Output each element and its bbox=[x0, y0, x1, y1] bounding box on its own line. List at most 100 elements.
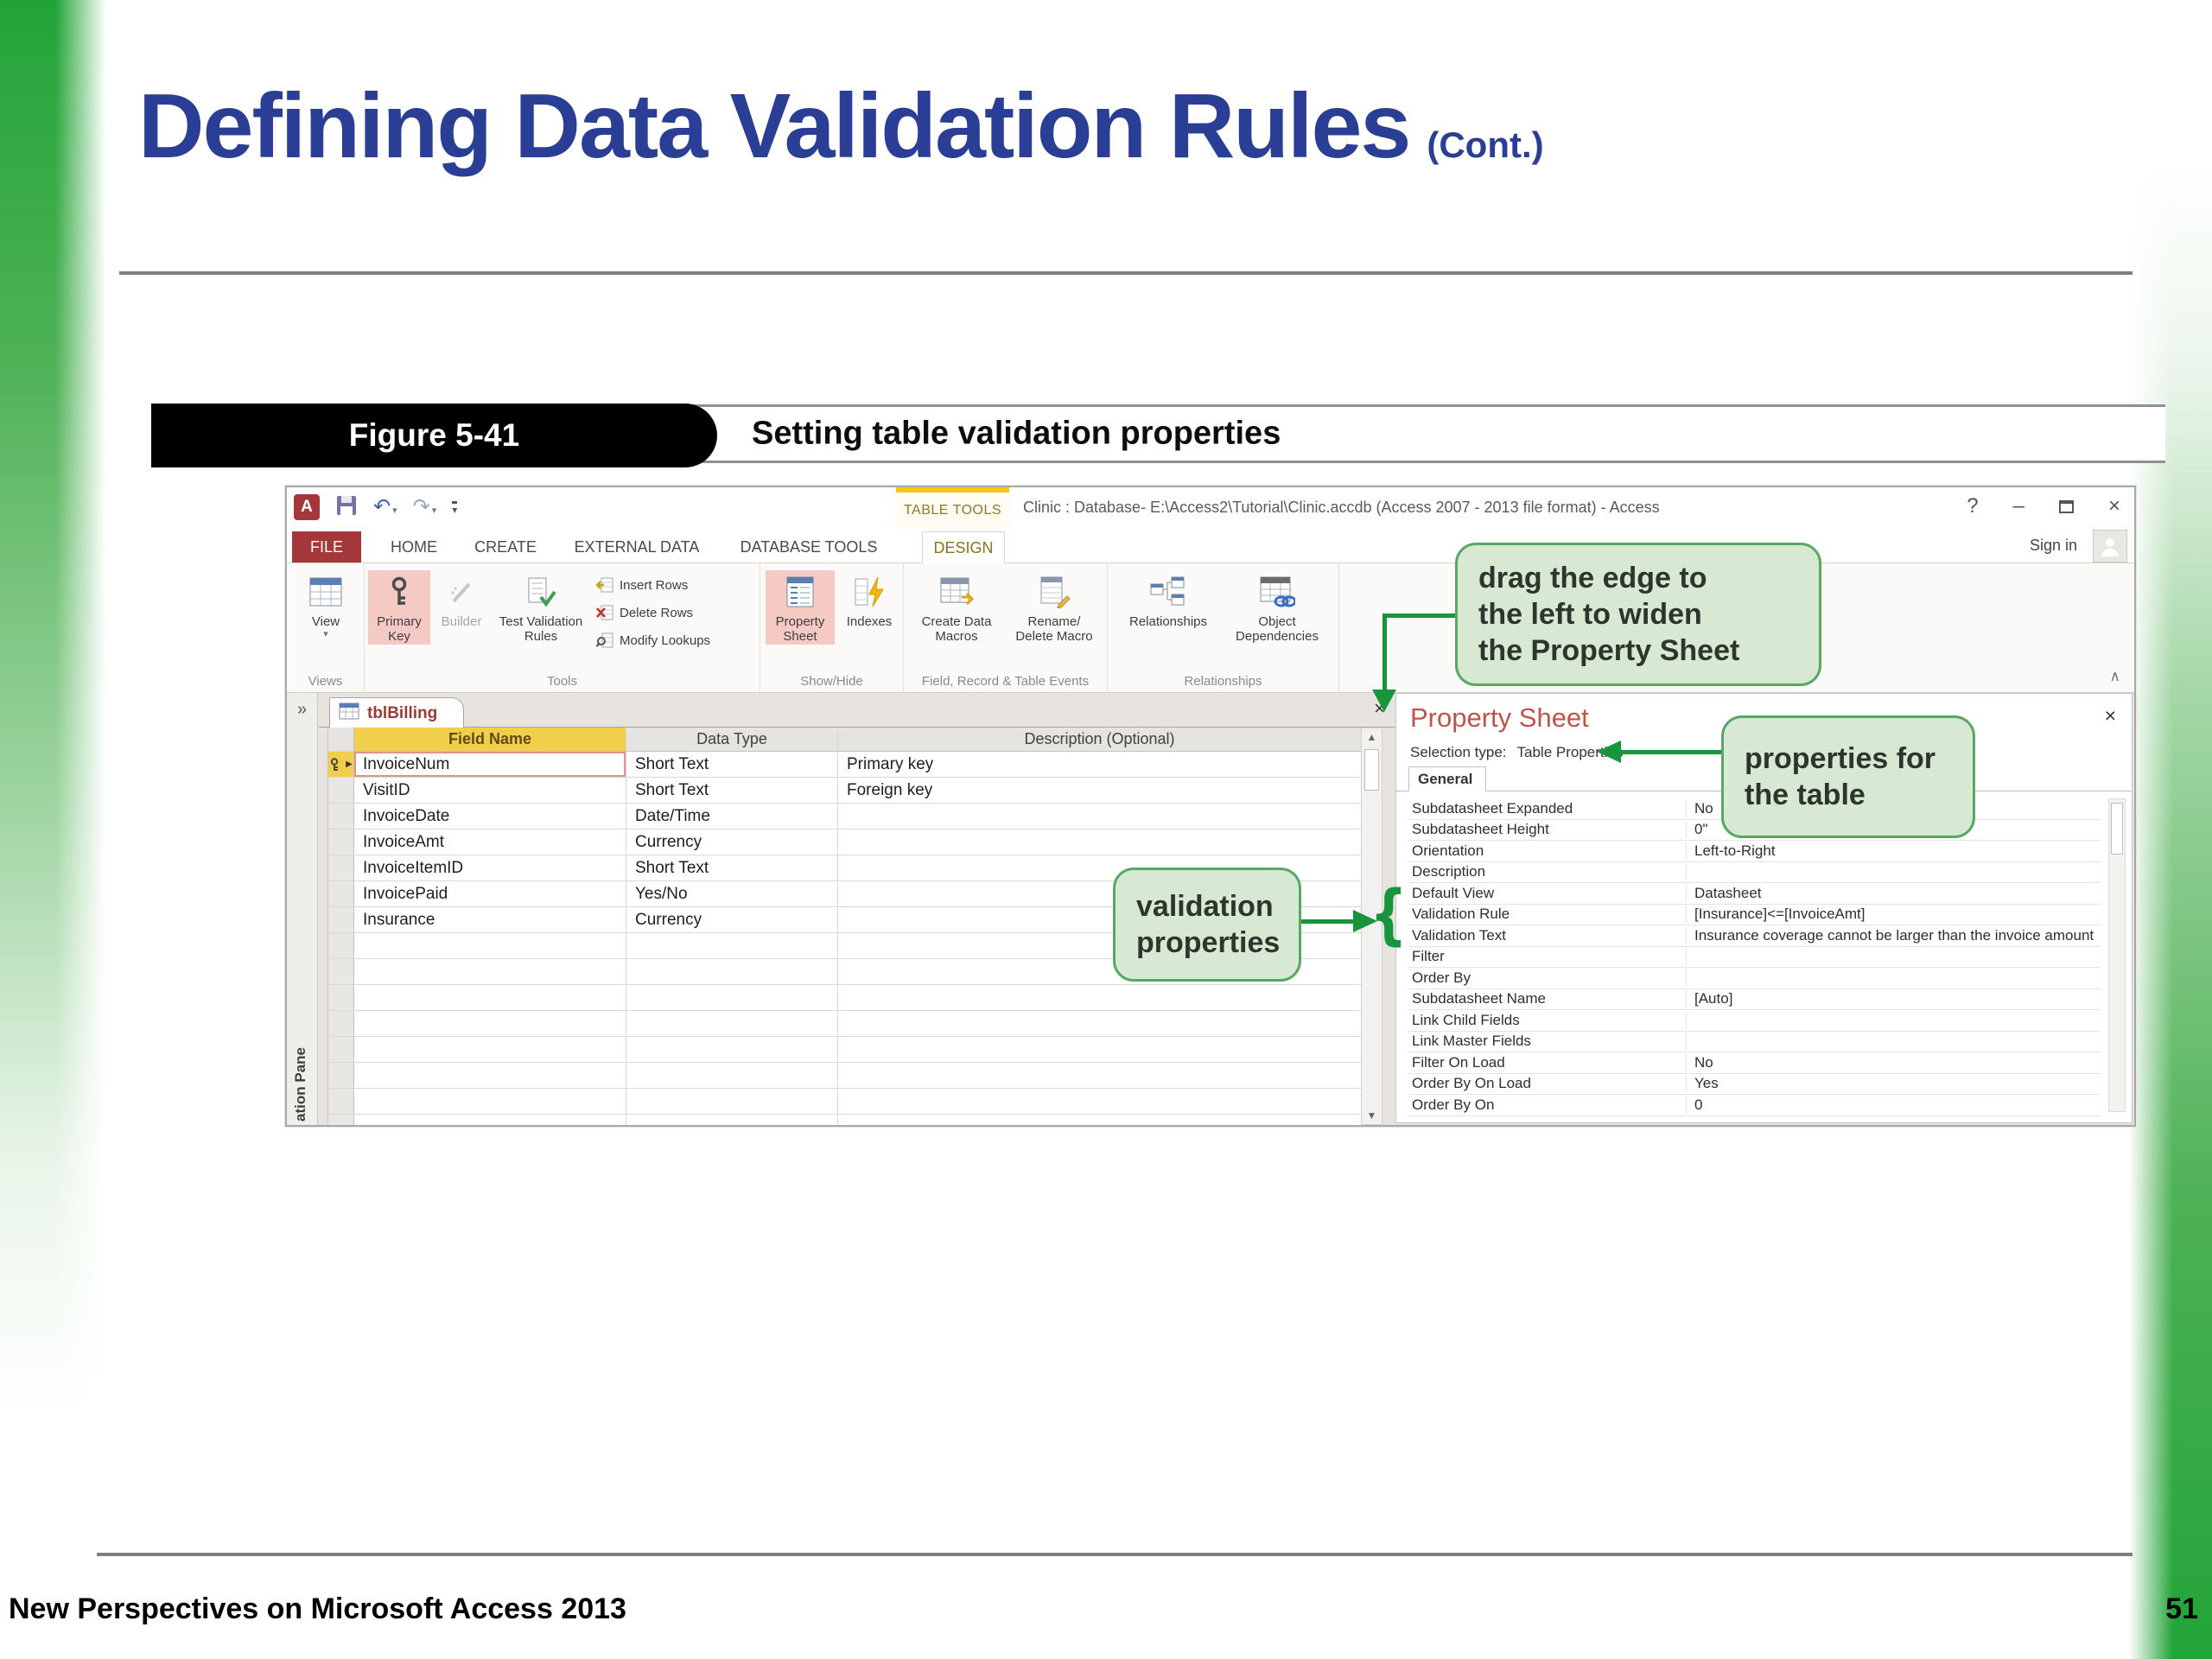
tab-home[interactable]: HOME bbox=[391, 537, 437, 556]
description-cell[interactable] bbox=[838, 1089, 1361, 1115]
create-data-macros-button[interactable]: Create Data Macros bbox=[911, 570, 1002, 645]
tab-design[interactable]: DESIGN bbox=[922, 531, 1005, 564]
property-value[interactable]: Datasheet bbox=[1694, 884, 1762, 901]
field-name-cell[interactable] bbox=[354, 1089, 626, 1115]
description-cell[interactable] bbox=[838, 1037, 1361, 1063]
property-scrollbar-thumb[interactable] bbox=[2111, 803, 2123, 855]
undo-caret-icon[interactable]: ▾ bbox=[392, 505, 397, 516]
shutter-bar-open-icon[interactable]: » bbox=[296, 700, 308, 719]
description-cell[interactable] bbox=[838, 830, 1361, 855]
builder-button[interactable]: Builder bbox=[434, 570, 489, 629]
test-validation-rules-button[interactable]: Test Validation Rules bbox=[493, 570, 589, 645]
property-value[interactable]: Insurance coverage cannot be larger than… bbox=[1694, 926, 2094, 944]
field-name-cell[interactable] bbox=[354, 1037, 626, 1063]
description-cell[interactable] bbox=[838, 1063, 1361, 1089]
account-avatar[interactable] bbox=[2093, 530, 2127, 563]
description-cell[interactable] bbox=[838, 855, 1361, 881]
field-name-cell[interactable] bbox=[354, 959, 626, 985]
tab-database-tools[interactable]: DATABASE TOOLS bbox=[740, 537, 878, 556]
description-cell[interactable] bbox=[838, 985, 1361, 1011]
save-icon[interactable] bbox=[335, 494, 358, 521]
row-selector[interactable] bbox=[328, 778, 354, 804]
tab-general[interactable]: General bbox=[1408, 766, 1486, 791]
field-name-cell[interactable]: VisitID bbox=[354, 778, 626, 804]
field-name-cell[interactable]: InvoiceAmt bbox=[354, 830, 626, 855]
description-cell[interactable]: Primary key bbox=[838, 752, 1361, 778]
field-name-cell[interactable]: InvoiceNum bbox=[354, 752, 626, 778]
property-value[interactable]: Yes bbox=[1694, 1075, 1719, 1092]
field-name-cell[interactable]: Insurance bbox=[354, 907, 626, 933]
description-cell[interactable] bbox=[838, 907, 1361, 933]
data-type-cell[interactable] bbox=[626, 933, 838, 959]
tab-file[interactable]: FILE bbox=[292, 531, 361, 563]
row-selector[interactable] bbox=[328, 855, 354, 881]
row-selector[interactable] bbox=[328, 881, 354, 907]
scrollbar-thumb[interactable] bbox=[1364, 749, 1379, 791]
data-type-cell[interactable] bbox=[626, 1011, 838, 1037]
insert-rows-button[interactable]: Insert Rows bbox=[596, 574, 710, 596]
rename-delete-macro-button[interactable]: Rename/ Delete Macro bbox=[1006, 570, 1103, 645]
data-type-cell[interactable] bbox=[626, 1115, 838, 1125]
field-name-cell[interactable] bbox=[354, 1115, 626, 1125]
redo-icon[interactable]: ↷▾ bbox=[412, 495, 437, 518]
row-selector[interactable] bbox=[328, 933, 354, 959]
property-value[interactable]: [Insurance]<=[InvoiceAmt] bbox=[1694, 906, 1866, 923]
minimize-icon[interactable]: – bbox=[2012, 494, 2024, 518]
description-cell[interactable] bbox=[838, 881, 1361, 907]
data-type-cell[interactable]: Date/Time bbox=[626, 804, 838, 830]
tab-external-data[interactable]: EXTERNAL DATA bbox=[574, 537, 700, 556]
description-cell[interactable]: Foreign key bbox=[838, 778, 1361, 804]
navigation-pane-collapsed[interactable]: » ation Pane bbox=[287, 693, 318, 1125]
property-value[interactable]: Left-to-Right bbox=[1694, 842, 1776, 859]
property-sheet-button[interactable]: Property Sheet bbox=[766, 570, 835, 645]
row-selector[interactable] bbox=[328, 1115, 354, 1125]
relationships-button[interactable]: Relationships bbox=[1116, 570, 1220, 629]
column-header-field-name[interactable]: Field Name bbox=[354, 728, 626, 752]
delete-rows-button[interactable]: Delete Rows bbox=[596, 601, 710, 624]
row-selector[interactable] bbox=[328, 1037, 354, 1063]
description-cell[interactable] bbox=[838, 1115, 1361, 1125]
primary-key-row-selector[interactable]: ▶ bbox=[328, 752, 354, 778]
restore-icon[interactable] bbox=[2058, 499, 2074, 513]
tab-create[interactable]: CREATE bbox=[474, 537, 537, 556]
property-sheet-close-icon[interactable]: × bbox=[2104, 704, 2116, 727]
field-name-cell[interactable] bbox=[354, 933, 626, 959]
description-cell[interactable] bbox=[838, 1011, 1361, 1037]
redo-caret-icon[interactable]: ▾ bbox=[431, 505, 437, 516]
data-type-cell[interactable]: Short Text bbox=[626, 855, 838, 881]
description-cell[interactable] bbox=[838, 933, 1361, 959]
undo-icon[interactable]: ↶▾ bbox=[373, 495, 397, 518]
sign-in-link[interactable]: Sign in bbox=[2029, 537, 2077, 554]
property-value[interactable]: 0 bbox=[1694, 1096, 1703, 1113]
modify-lookups-button[interactable]: Modify Lookups bbox=[596, 629, 710, 652]
row-selector[interactable] bbox=[328, 804, 354, 830]
access-app-icon[interactable]: A bbox=[294, 494, 320, 520]
view-button[interactable]: View ▾ bbox=[295, 570, 357, 640]
row-selector[interactable] bbox=[328, 985, 354, 1011]
customize-qat-icon[interactable]: ▾ bbox=[452, 501, 458, 516]
field-name-cell[interactable] bbox=[354, 985, 626, 1011]
property-value[interactable]: [Auto] bbox=[1694, 990, 1733, 1007]
property-value[interactable]: No bbox=[1694, 1053, 1713, 1071]
help-icon[interactable]: ? bbox=[1967, 494, 1979, 518]
column-header-description[interactable]: Description (Optional) bbox=[838, 728, 1361, 752]
field-name-cell[interactable] bbox=[354, 1011, 626, 1037]
data-type-cell[interactable] bbox=[626, 1063, 838, 1089]
field-name-cell[interactable] bbox=[354, 1063, 626, 1089]
collapse-ribbon-icon[interactable]: ∧ bbox=[2109, 668, 2120, 684]
column-header-data-type[interactable]: Data Type bbox=[626, 728, 838, 752]
scrollbar-down-icon[interactable]: ▼ bbox=[1366, 1109, 1377, 1122]
description-cell[interactable] bbox=[838, 804, 1361, 830]
primary-key-button[interactable]: Primary Key bbox=[368, 570, 430, 645]
row-selector[interactable] bbox=[328, 830, 354, 855]
object-dependencies-button[interactable]: Object Dependencies bbox=[1224, 570, 1331, 645]
data-type-cell[interactable]: Currency bbox=[626, 907, 838, 933]
property-value[interactable]: 0" bbox=[1694, 821, 1708, 838]
data-type-cell[interactable]: Currency bbox=[626, 830, 838, 855]
indexes-button[interactable]: Indexes bbox=[840, 570, 899, 629]
data-type-cell[interactable]: Short Text bbox=[626, 752, 838, 778]
row-selector[interactable] bbox=[328, 959, 354, 985]
data-type-cell[interactable] bbox=[626, 959, 838, 985]
field-name-cell[interactable]: InvoiceDate bbox=[354, 804, 626, 830]
field-name-cell[interactable]: InvoiceItemID bbox=[354, 855, 626, 881]
